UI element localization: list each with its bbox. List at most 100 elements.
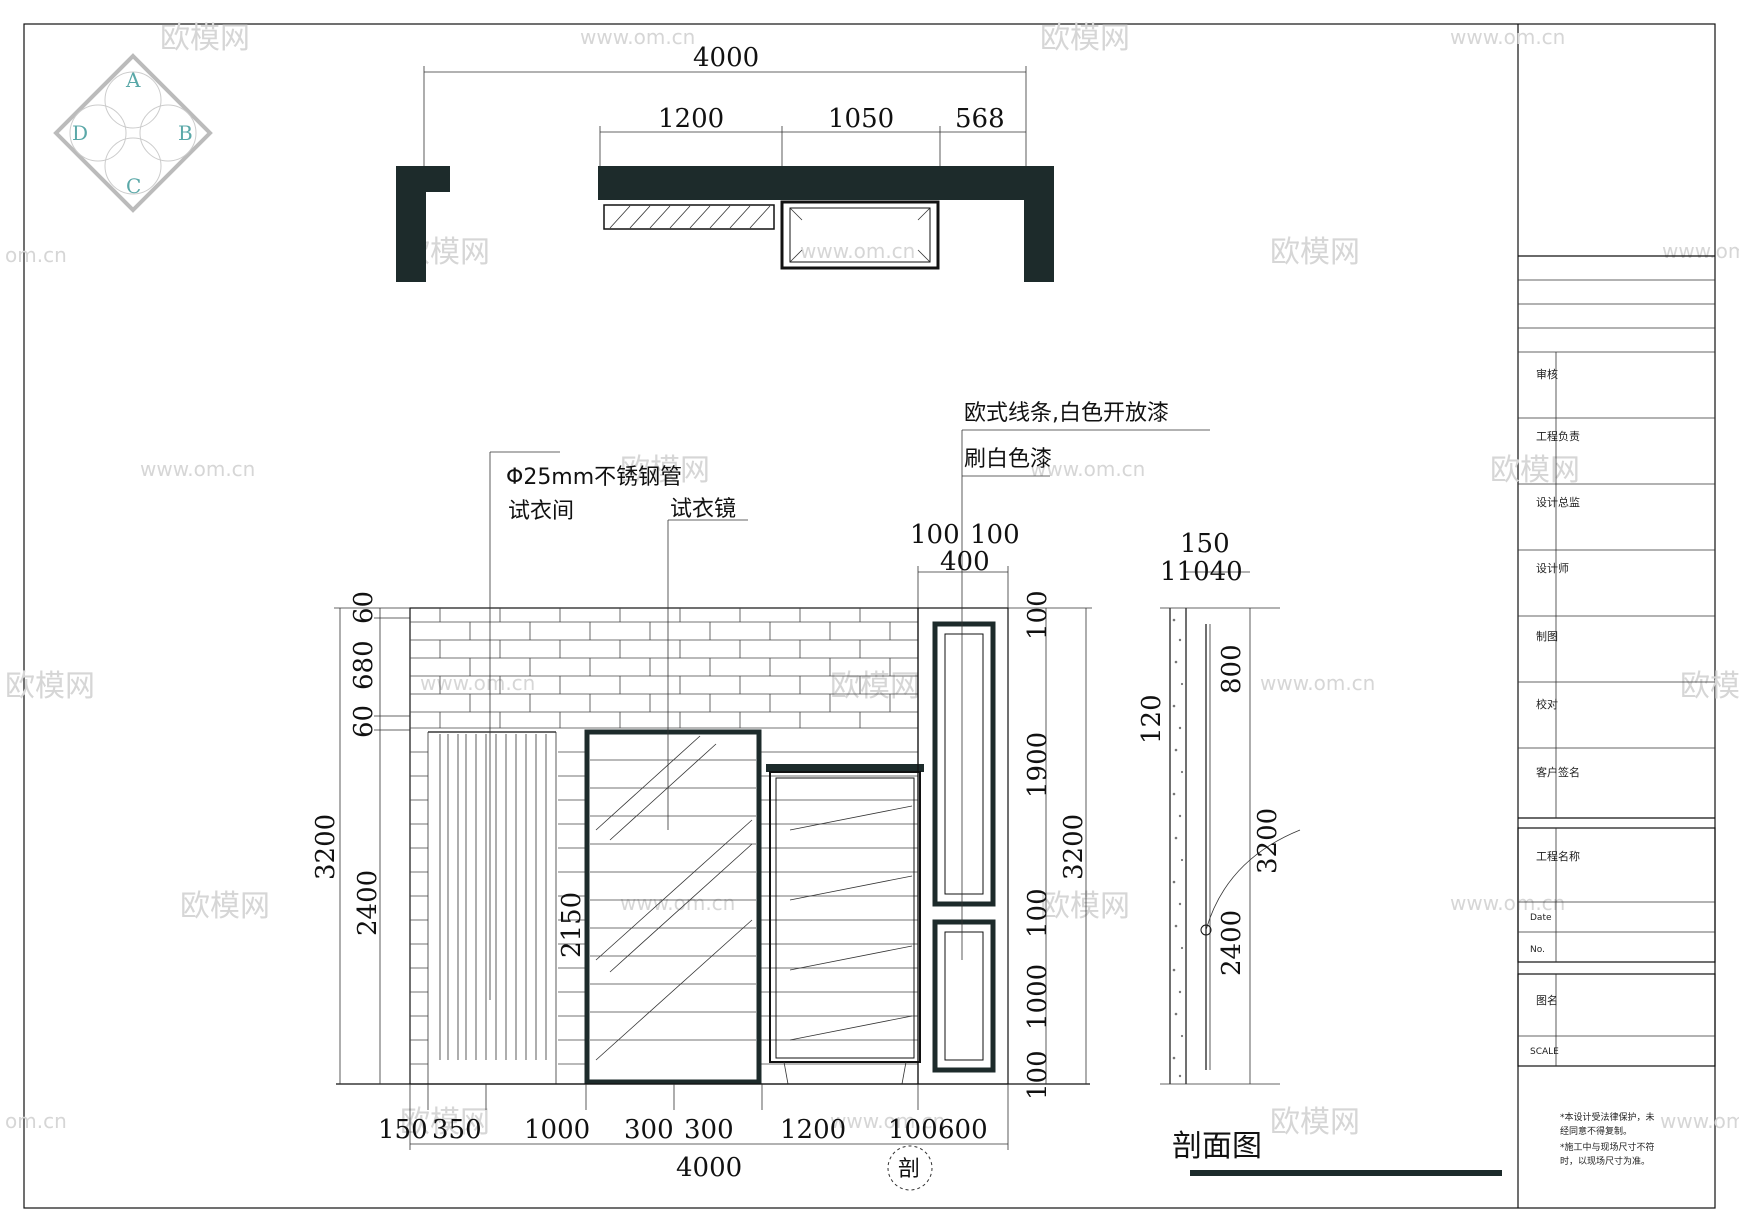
watermark-brand: 欧模网	[400, 1105, 490, 1140]
brick-joints	[439, 608, 891, 728]
section-mark: 剖	[898, 1157, 920, 1182]
section-marker	[887, 1145, 933, 1191]
watermark-brand: 欧模网	[1040, 21, 1130, 56]
section-title-underline	[1190, 1170, 1502, 1176]
watermark-url: www.om.cn	[1450, 891, 1565, 915]
compass-d: D	[72, 121, 88, 145]
plan-dim-1200: 1200	[658, 104, 724, 134]
fitting-mirror	[584, 729, 762, 1085]
watermark-brand: 欧模网	[1270, 235, 1360, 270]
tb-scale: SCALE	[1530, 1047, 1559, 1057]
tb-note-2: 经同意不得复制。	[1560, 1125, 1632, 1137]
compass-a: A	[125, 68, 141, 92]
compass-c: C	[126, 174, 141, 198]
section-dim-120: 120	[1137, 694, 1167, 744]
watermark-url: om.cn	[5, 1109, 67, 1133]
watermark-url: www.om.cn	[420, 671, 535, 695]
watermark-url: www.om.cn	[1260, 671, 1375, 695]
note-steel-pipe: Φ25mm不锈钢管	[506, 465, 682, 490]
plan-dim-1050: 1050	[828, 104, 894, 134]
top-dim-400: 400	[940, 547, 990, 577]
right-dim-100b: 100	[1023, 888, 1053, 938]
watermark-brand: 欧模网	[160, 21, 250, 56]
tb-note-1: *本设计受法律保护，未	[1560, 1111, 1655, 1123]
left-dim-60b: 60	[349, 705, 379, 738]
left-dim-2400: 2400	[353, 870, 383, 936]
bottom-dim-total: 4000	[676, 1153, 742, 1183]
brick-pattern-upper	[410, 621, 918, 729]
watermark-brand: 欧模网	[1270, 1105, 1360, 1140]
bottom-dim-350: 350	[432, 1115, 482, 1145]
watermarks: 欧模网 欧模网 www.om.cn www.om.cn om.cn 欧模网 ww…	[5, 21, 1739, 1140]
top-dim-100b: 100	[970, 520, 1020, 550]
bottom-dim-300a: 300	[624, 1115, 674, 1145]
brick-pattern-lower	[410, 751, 918, 1065]
display-cabinet	[766, 764, 924, 1085]
watermark-brand: 欧模网	[1040, 889, 1130, 924]
top-dim-100a: 100	[910, 520, 960, 550]
section-dim-3200: 3200	[1253, 808, 1283, 874]
watermark-url: www.om.cn	[580, 25, 695, 49]
section-dim-150: 150	[1180, 529, 1230, 559]
bottom-dim-300b: 300	[684, 1115, 734, 1145]
panel-column	[917, 607, 1009, 1085]
plan-view: 4000 1200 1050 568	[396, 43, 1054, 282]
watermark-brand: 欧模网	[830, 669, 920, 704]
right-dim-100a: 100	[1023, 590, 1053, 640]
tb-drawing-name: 图名	[1536, 993, 1558, 1007]
tb-date: Date	[1530, 913, 1552, 923]
left-dim-60a: 60	[349, 591, 379, 624]
bottom-dim-1000: 1000	[524, 1115, 590, 1145]
right-dim-1000: 1000	[1023, 964, 1053, 1030]
bottom-dim-150: 150	[378, 1115, 428, 1145]
tb-client-sign: 客户签名	[1536, 765, 1580, 779]
right-dim-100c: 100	[1023, 1050, 1053, 1100]
right-dim-1900: 1900	[1023, 732, 1053, 798]
plan-wall-right-leg	[1024, 166, 1054, 282]
tb-note-4: 时，以现场尺寸为准。	[1560, 1155, 1650, 1167]
section-dim-2400: 2400	[1217, 910, 1247, 976]
plan-dim-total: 4000	[693, 43, 759, 73]
tb-note-3: *施工中与现场尺寸不符	[1560, 1141, 1655, 1153]
note-fitting-room: 试衣间	[508, 499, 574, 524]
watermark-url: www.om.cn	[1660, 1109, 1739, 1133]
tb-proofread: 校对	[1536, 697, 1558, 711]
tb-project-name: 工程名称	[1536, 849, 1580, 863]
left-dim-3200: 3200	[311, 814, 341, 880]
tb-review: 审核	[1536, 367, 1558, 381]
plan-cabinet	[780, 200, 940, 270]
watermark-brand: 欧模网	[1490, 453, 1580, 488]
plan-dim-568: 568	[955, 104, 1005, 134]
bottom-dim-1200: 1200	[780, 1115, 846, 1145]
tb-design-director: 设计总监	[1536, 495, 1580, 509]
fitting-room-curtain	[427, 731, 557, 1084]
title-block: 审核 工程负责 设计总监 设计师 制图 校对 客户签名 工程名称 Date No…	[1517, 255, 1716, 1167]
bottom-dim-600: 600	[938, 1115, 988, 1145]
left-dim-680: 680	[349, 640, 379, 690]
elevation-view: 欧式线条,白色开放漆 刷白色漆 Φ25mm不锈钢管 试衣间 试衣镜 100 10…	[311, 401, 1210, 1191]
watermark-url: www.om.cn	[1662, 239, 1739, 263]
watermark-url: www.om.cn	[830, 1109, 945, 1133]
plan-hatched-bench	[603, 204, 775, 230]
watermark-brand: 欧模网	[1680, 669, 1739, 704]
watermark-url: www.om.cn	[800, 239, 915, 263]
watermark-url: om.cn	[5, 243, 67, 267]
watermark-url: www.om.cn	[1030, 457, 1145, 481]
compass-rose: A B C D	[53, 53, 213, 213]
compass-b: B	[178, 121, 193, 145]
note-euro-molding: 欧式线条,白色开放漆	[964, 401, 1169, 426]
tb-no: No.	[1530, 945, 1545, 955]
section-concrete	[1172, 618, 1184, 1078]
watermark-brand: 欧模网	[180, 889, 270, 924]
watermark-brand: 欧模网	[5, 669, 95, 704]
section-title: 剖面图	[1172, 1129, 1262, 1164]
section-dim-800: 800	[1217, 644, 1247, 694]
note-white-paint: 刷白色漆	[964, 447, 1052, 472]
plan-wall-left-leg	[396, 166, 426, 282]
section-view: 150 11040 120 800 3200 2400 剖面图	[1137, 529, 1502, 1176]
plan-wall-main	[598, 166, 1054, 200]
watermark-brand: 欧模网	[620, 453, 710, 488]
tb-drafter: 制图	[1536, 630, 1558, 643]
bottom-dim-100: 100	[888, 1115, 938, 1145]
